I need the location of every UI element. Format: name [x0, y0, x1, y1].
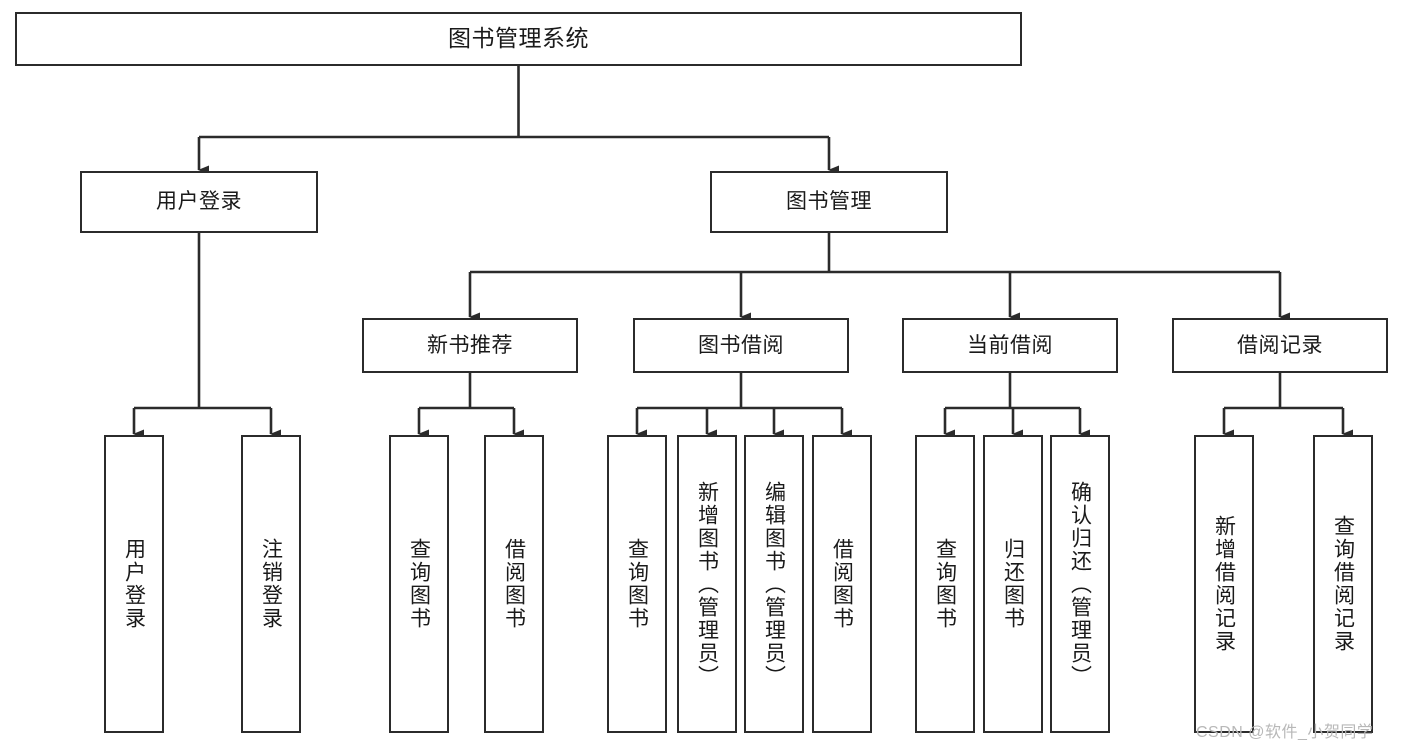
node-label-borrow-record: 借阅记录 — [1237, 333, 1323, 357]
node-leaf-logout[interactable]: 注销登录 — [241, 435, 301, 733]
node-new-book-recommend[interactable]: 新书推荐 — [362, 318, 578, 373]
node-label-current-borrow: 当前借阅 — [967, 333, 1053, 357]
node-label-book-borrow: 图书借阅 — [698, 333, 784, 357]
node-label-leaf-user-login: 用户登录 — [122, 538, 146, 630]
node-label-book-manage: 图书管理 — [786, 190, 872, 214]
node-leaf-add-record[interactable]: 新增借阅记录 — [1194, 435, 1254, 733]
node-leaf-edit-book[interactable]: 编辑图书（管理员） — [744, 435, 804, 733]
node-label-leaf-query-book-1: 查询图书 — [407, 538, 431, 630]
node-leaf-user-login[interactable]: 用户登录 — [104, 435, 164, 733]
node-leaf-confirm-return[interactable]: 确认归还（管理员） — [1050, 435, 1110, 733]
node-label-leaf-logout: 注销登录 — [259, 538, 283, 630]
edge-group — [132, 66, 1353, 439]
node-label-root: 图书管理系统 — [448, 25, 589, 52]
node-label-leaf-confirm-return: 确认归还（管理员） — [1068, 480, 1092, 688]
node-label-leaf-query-book-2: 查询图书 — [625, 538, 649, 630]
node-leaf-add-book[interactable]: 新增图书（管理员） — [677, 435, 737, 733]
node-label-leaf-borrow-book-1: 借阅图书 — [502, 538, 526, 630]
node-leaf-query-book-2[interactable]: 查询图书 — [607, 435, 667, 733]
node-label-leaf-add-record: 新增借阅记录 — [1212, 515, 1236, 653]
node-label-leaf-borrow-book-2: 借阅图书 — [830, 538, 854, 630]
node-user-login[interactable]: 用户登录 — [80, 171, 318, 233]
node-label-user-login: 用户登录 — [156, 190, 242, 214]
node-leaf-return-book[interactable]: 归还图书 — [983, 435, 1043, 733]
node-label-leaf-return-book: 归还图书 — [1001, 538, 1025, 630]
node-book-borrow[interactable]: 图书借阅 — [633, 318, 849, 373]
node-root[interactable]: 图书管理系统 — [15, 12, 1022, 66]
node-leaf-borrow-book-1[interactable]: 借阅图书 — [484, 435, 544, 733]
node-label-new-book-recommend: 新书推荐 — [427, 333, 513, 357]
node-label-leaf-add-book: 新增图书（管理员） — [695, 480, 719, 688]
node-borrow-record[interactable]: 借阅记录 — [1172, 318, 1388, 373]
node-leaf-query-record[interactable]: 查询借阅记录 — [1313, 435, 1373, 733]
node-label-leaf-query-record: 查询借阅记录 — [1331, 515, 1355, 653]
node-book-manage[interactable]: 图书管理 — [710, 171, 948, 233]
node-label-leaf-edit-book: 编辑图书（管理员） — [762, 480, 786, 688]
node-label-leaf-query-book-3: 查询图书 — [933, 538, 957, 630]
node-leaf-query-book-1[interactable]: 查询图书 — [389, 435, 449, 733]
node-leaf-borrow-book-2[interactable]: 借阅图书 — [812, 435, 872, 733]
node-leaf-query-book-3[interactable]: 查询图书 — [915, 435, 975, 733]
node-current-borrow[interactable]: 当前借阅 — [902, 318, 1118, 373]
